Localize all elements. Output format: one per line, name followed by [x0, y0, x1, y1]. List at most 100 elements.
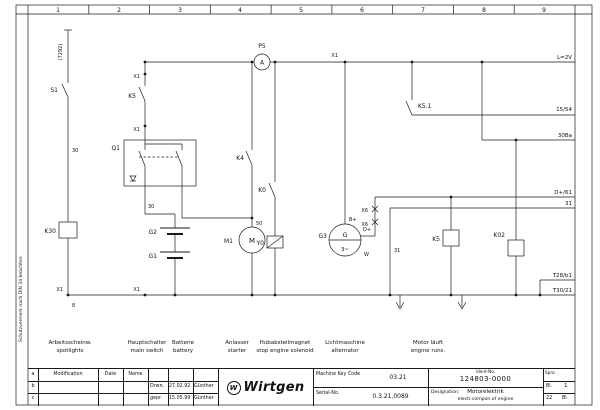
x1-terminal-label: X1: [331, 53, 338, 59]
column-number: 7: [421, 7, 425, 14]
designation-de: Motorelektrik: [467, 389, 504, 395]
wire-31-label: 31: [394, 248, 400, 254]
x6-terminal-label: X6: [361, 222, 368, 228]
edge-ref: 15/54: [556, 107, 572, 113]
edge-ref: 30Ba: [558, 133, 572, 139]
caption-en: alternator: [331, 348, 359, 354]
column-number: 6: [360, 7, 364, 14]
serial-no-value: 0.3.21.0089: [372, 393, 409, 400]
terminal-labels: X1 X1 X1 X1 X1 X6 X6 8 30 30 50 31: [56, 53, 400, 309]
language-label: Spra.: [545, 370, 556, 375]
edge-ref: T30/21: [552, 288, 572, 294]
column-number: 1: [56, 7, 60, 14]
date-header: Date: [104, 372, 117, 377]
edge-ref: L=2V: [557, 55, 572, 61]
w-terminal: W: [364, 252, 369, 258]
g2-label: G2: [149, 229, 158, 236]
cable-ref-label: (7292): [58, 44, 64, 61]
serial-no-label: Serial-No.: [316, 391, 340, 396]
y0-label: Y0: [256, 240, 265, 247]
brand-name: Wirtgen: [243, 380, 305, 395]
generator-phase: 3~: [341, 247, 349, 253]
caption-en: starter: [228, 348, 247, 354]
margin-protection-note: Schutzvermerk nach DIN 34 beachten: [18, 256, 24, 342]
caption-de: Anlasser: [225, 340, 249, 346]
column-number: 4: [238, 7, 242, 14]
edge-ref: 31: [565, 201, 572, 207]
q1-label: Q1: [111, 145, 120, 152]
junction-dots: [66, 60, 542, 297]
name-header: Name: [128, 372, 143, 377]
x6-terminal-label: X6: [361, 208, 368, 214]
component-captions: Arbeitsscheinw. spotlights Hauptschalter…: [49, 340, 446, 354]
caption-de: Lichtmaschine: [325, 340, 365, 346]
caption-de: Motor läuft: [413, 340, 444, 346]
column-number: 2: [117, 7, 121, 14]
wire-50-label: 50: [256, 221, 262, 227]
drawn-label: Drwn.: [150, 384, 165, 389]
column-number: 9: [542, 7, 546, 14]
wire-30-label: 30: [72, 148, 78, 154]
wire-30-label: 30: [148, 204, 154, 210]
caption-en: main switch: [130, 348, 164, 354]
column-number: 5: [299, 7, 303, 14]
drawn-name: Günther: [194, 384, 214, 389]
checked-name: Günther: [194, 396, 214, 401]
machine-key-code-label: Machine Key Code: [316, 372, 361, 377]
sheet-total-label: Bl.: [562, 396, 569, 401]
pin-8-label: 8: [72, 303, 75, 309]
sheet-total: 22: [546, 395, 553, 401]
caption-de: Hauptschalter: [128, 340, 167, 346]
ident-no-label: Ident-No.: [475, 369, 496, 374]
drawn-date: 27.02.92: [169, 384, 191, 389]
revision-row-a: a: [31, 372, 35, 377]
p5-label: P5: [258, 43, 266, 50]
sheet-number: 1: [564, 383, 568, 389]
k4-label: K4: [236, 155, 244, 162]
s1-label: S1: [50, 87, 58, 94]
x1-terminal-label: X1: [56, 287, 63, 293]
checked-date: 15.05.99: [169, 396, 191, 401]
k0-label: K0: [258, 187, 266, 194]
generator-letter: G: [342, 231, 347, 239]
caption-en: stop engine solenoid: [256, 348, 313, 354]
ammeter-symbol: [253, 53, 271, 71]
caption-de: Hubabstellmagnet: [260, 340, 312, 346]
k30-label: K30: [44, 228, 56, 235]
g3-label: G3: [319, 233, 328, 240]
k02-label: K02: [493, 232, 505, 239]
caption-en: battery: [173, 348, 194, 354]
edge-ref: D+/61: [554, 190, 572, 196]
k5-coil-label: K5: [432, 236, 440, 243]
motor-letter: M: [249, 237, 255, 245]
component-labels: S1 (7292) K5 Q1 K30 G2 G1 M1 M K4 K0 Y0 …: [44, 43, 505, 260]
checked-label: gepr.: [150, 396, 163, 401]
sheet-label: Bl.: [546, 384, 553, 389]
k51-label: K5.1: [418, 103, 432, 110]
wires: [58, 29, 575, 310]
brand-logo: W Wirtgen: [218, 369, 313, 406]
x1-terminal-label: X1: [133, 287, 140, 293]
title-block: a b c Modification Date Name Drwn. 27.02…: [28, 368, 575, 406]
k5-contact-label: K5: [128, 93, 136, 100]
caption-de: Batterie: [172, 340, 195, 346]
bplus-terminal: B+: [349, 217, 357, 223]
machines: [238, 53, 362, 257]
caption-en: spotlights: [57, 348, 84, 354]
modification-header: Modification: [53, 372, 83, 377]
starter-motor-symbol: [238, 226, 266, 254]
dplus-terminal: D+: [363, 227, 371, 233]
m1-label: M1: [224, 238, 233, 245]
caption-en: engine runs.: [411, 348, 446, 354]
brand-logo-icon: W: [226, 380, 241, 395]
column-number: 8: [482, 7, 486, 14]
revision-row-b: b: [31, 384, 35, 389]
edge-ref: T28/b1: [552, 273, 572, 279]
ident-no-value: 124803-0000: [459, 375, 512, 383]
revision-row-c: c: [31, 396, 35, 401]
x1-terminal-label: X1: [133, 127, 140, 133]
designation-label: Designation:: [431, 390, 460, 395]
designation-en: electr.compon.of engine: [457, 397, 514, 402]
